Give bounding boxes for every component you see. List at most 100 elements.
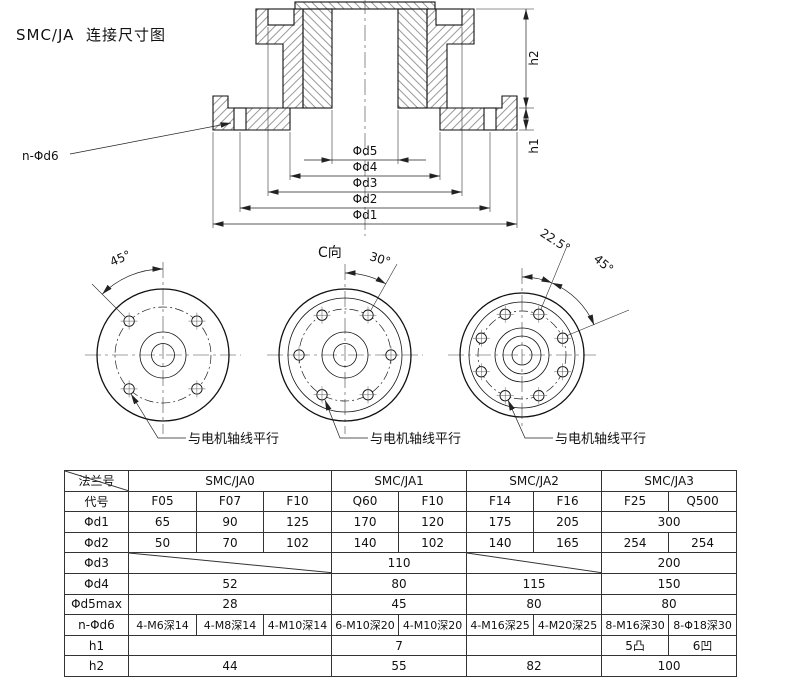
flange-header-cell: 法兰号 [64, 470, 129, 492]
d4-v3: 150 [601, 572, 738, 595]
d1-v6: 205 [533, 511, 603, 533]
dim-phi-d3: Φd3 [268, 176, 462, 195]
bore-circle [151, 343, 175, 367]
d2-v1: 70 [196, 531, 264, 554]
d6-v8: 8-Φ18深30 [668, 614, 738, 636]
code-f10a: F10 [262, 490, 333, 513]
second-circle [287, 297, 403, 413]
d5max-v2: 80 [466, 593, 603, 616]
diagonal-line [65, 471, 128, 491]
d3-na-ja2 [466, 552, 603, 574]
base-plate-left [212, 95, 291, 131]
bolt-callout: n-Φd6 [22, 122, 232, 163]
row-h2: h2 44 55 82 100 [64, 655, 738, 677]
code-f16: F16 [533, 490, 603, 513]
d6-v1: 4-M8深14 [196, 614, 264, 636]
technical-drawing: Φd5 Φd4 Φd3 Φd2 Φd1 h2 [22, 0, 646, 447]
dim-h1: h1 [519, 108, 541, 154]
hub-right [397, 8, 428, 109]
bolt-hole-left [233, 107, 247, 131]
d6-v4: 4-M10深20 [398, 614, 468, 636]
row-d2: Φd2 50 70 102 140 102 140 165 254 254 [64, 531, 738, 554]
dim-phi-d4-label: Φd4 [353, 160, 378, 174]
ring-circle [494, 327, 550, 383]
dim-phi-d1: Φd1 [213, 208, 517, 227]
code-f07: F07 [196, 490, 264, 513]
d2-v4: 102 [398, 531, 468, 554]
dim-h2-label: h2 [527, 50, 541, 65]
code-q500: Q500 [668, 490, 738, 513]
code-f10b: F10 [398, 490, 468, 513]
angle-45-right-label: 45° [591, 252, 616, 276]
d6-v3: 6-M10深20 [331, 614, 400, 636]
group-ja0: SMC/JA0 [127, 470, 333, 492]
outer-circle [278, 288, 412, 422]
code-f05: F05 [128, 490, 197, 513]
d1-label: Φd1 [64, 511, 129, 533]
d2-label: Φd2 [64, 531, 129, 554]
row-h1: h1 7 5凸 6凹 [64, 634, 738, 657]
dimensions: Φd5 Φd4 Φd3 Φd2 Φd1 h2 [22, 8, 541, 228]
group-ja1: SMC/JA1 [331, 470, 468, 492]
dim-h2: h2 [476, 8, 541, 109]
d4-v0: 52 [127, 572, 333, 595]
d2-v8: 254 [668, 531, 738, 554]
d3-v1: 200 [601, 552, 738, 574]
hub-circle [502, 335, 542, 375]
h1-label: h1 [64, 634, 129, 657]
d2-v6: 165 [533, 531, 603, 554]
outer-circle [96, 288, 230, 422]
row-d3: Φd3 110 200 [64, 552, 738, 574]
d6-v2: 4-M10深14 [262, 614, 333, 636]
bore-circle [511, 344, 533, 366]
front-view-left: 45° 与电机轴线平行 [85, 248, 279, 447]
d4-v2: 115 [466, 572, 603, 595]
d5max-label: Φd5max [64, 593, 129, 616]
view-c-label: C向 [318, 245, 342, 261]
d2-v0: 50 [128, 531, 197, 554]
front-view-right: 22.5° 45° 与电机轴线平行 [448, 226, 646, 447]
dim-h1-label: h1 [527, 138, 541, 153]
d6-v6: 4-M20深25 [533, 614, 603, 636]
h2-label: h2 [64, 655, 129, 677]
d3-na-ja0 [127, 552, 333, 574]
page-title: SMC/JA 连接尺寸图 [16, 26, 166, 44]
h2-v1: 55 [331, 655, 468, 677]
d1-v1: 90 [196, 511, 264, 533]
d1-v2: 125 [262, 511, 333, 533]
row-d1: Φd1 65 90 125 170 120 175 205 300 [64, 511, 738, 533]
d2-v7: 254 [601, 531, 670, 554]
d1-v5: 175 [466, 511, 535, 533]
flange-notch-left [267, 8, 295, 26]
dim-phi-d2-label: Φd2 [353, 192, 378, 206]
h1-blank-ja0 [127, 634, 333, 657]
h1-v2: 6凹 [668, 634, 738, 657]
d2-v5: 140 [466, 531, 535, 554]
h2-v2: 82 [466, 655, 603, 677]
code-f25: F25 [601, 490, 670, 513]
dim-phi-d2: Φd2 [240, 192, 490, 211]
d4-label: Φd4 [64, 572, 129, 595]
h2-v0: 44 [127, 655, 333, 677]
d5max-v1: 45 [331, 593, 468, 616]
second-circle [468, 301, 576, 409]
code-header-cell: 代号 [64, 490, 129, 513]
dim-phi-d5: Φd5 [304, 144, 426, 163]
d1-v4: 120 [398, 511, 468, 533]
dim-phi-d5-label: Φd5 [353, 144, 378, 158]
axis-note-left: 与电机轴线平行 [188, 432, 279, 447]
d4-v1: 80 [331, 572, 468, 595]
hub-circle [139, 331, 187, 379]
bolt-callout-label: n-Φd6 [22, 149, 59, 163]
axis-note-right: 与电机轴线平行 [555, 432, 646, 447]
bolt-circle [477, 310, 567, 400]
hub-circle [321, 331, 369, 379]
bolt-hole-right [483, 107, 497, 131]
group-ja2: SMC/JA2 [466, 470, 603, 492]
bore-circle [333, 343, 357, 367]
flange-notch-right [435, 8, 463, 26]
code-q60: Q60 [331, 490, 400, 513]
angle-22-5-label: 22.5° [538, 226, 573, 256]
h1-v0: 7 [331, 634, 468, 657]
d6-v5: 4-M16深25 [466, 614, 535, 636]
